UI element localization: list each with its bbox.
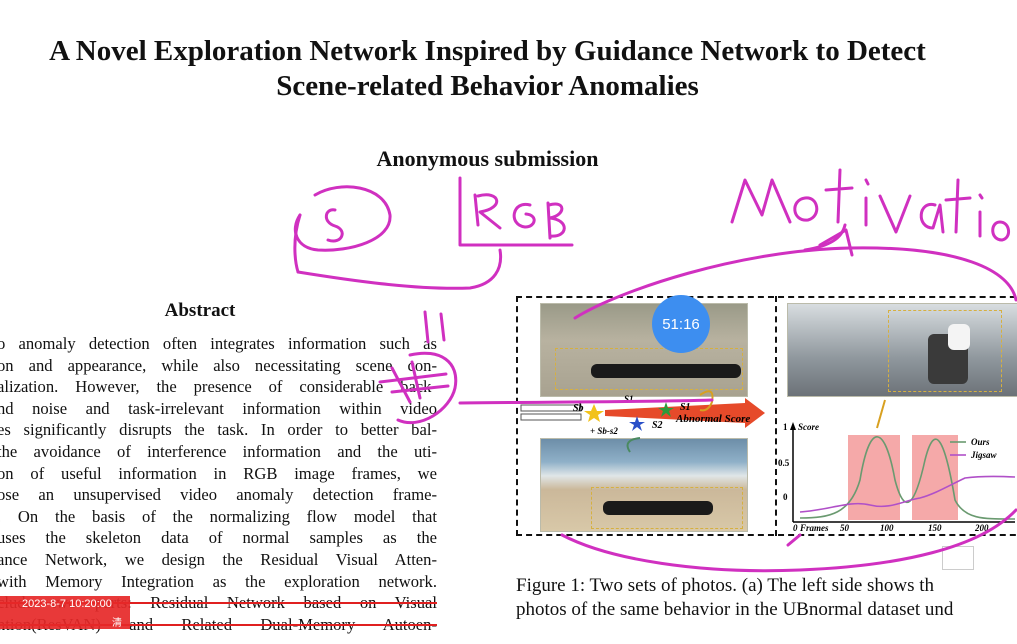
figure-divider [775, 296, 777, 536]
circle-s-stroke [294, 185, 392, 252]
abstract-line: es significantly disrupts the task. In o… [0, 420, 437, 440]
letter-t2 [944, 178, 972, 234]
abstract-line: on and appearance, while also necessitat… [0, 355, 437, 375]
person-lying-figure [603, 501, 713, 515]
caption-line: Figure 1: Two sets of photos. (a) The le… [516, 575, 935, 596]
letter-t [824, 168, 854, 224]
connector-stroke [293, 213, 302, 274]
link-stroke [296, 248, 503, 290]
abstract-line: . On the basis of the normalizing flow m… [0, 506, 437, 526]
letter-i2 [978, 193, 984, 238]
arrowhead-stroke [818, 228, 854, 257]
abstract-line: on of useful information in RGB image fr… [0, 463, 437, 483]
paper-title: A Novel Exploration Network Inspired by … [0, 34, 975, 104]
photo-top-right [787, 303, 1017, 397]
letter-m [730, 178, 792, 224]
letter-s-stroke [324, 208, 344, 243]
title-line-2: Scene-related Behavior Anomalies [276, 70, 699, 102]
rgb-bracket-stroke [458, 176, 574, 247]
small-widget-box[interactable] [942, 546, 974, 570]
person-shirt [948, 324, 970, 350]
abstract-line: o anomaly detection often integrates inf… [0, 334, 437, 353]
person-lying-figure [591, 364, 741, 378]
author-line: Anonymous submission [376, 146, 599, 171]
abstract-heading: Abstract [164, 300, 236, 321]
letter-o2 [991, 220, 1010, 242]
letter-v [878, 194, 912, 234]
abstract-line: alization. However, the presence of cons… [0, 377, 437, 397]
title-line-1: A Novel Exploration Network Inspired by … [49, 35, 926, 67]
abstract-line: nd noise and task-irrelevant information… [0, 398, 437, 418]
photo-top-left [540, 303, 748, 397]
abstract-line: ose an unsupervised video anomaly detect… [0, 485, 437, 505]
pen-tick [786, 533, 802, 547]
abstract-line: uses the skeleton data of normal samples… [0, 528, 437, 548]
recording-overlay: 2023-8-7 10:20:00 清风 [0, 596, 130, 644]
letter-o [793, 196, 819, 222]
bbox-frame [555, 348, 743, 390]
abstract-line: the avoidance of interference informatio… [0, 441, 437, 461]
overlay-channel: 清风 [112, 618, 122, 644]
rgb-text-stroke [473, 193, 566, 240]
abstract-line: with Memory Integration as the explorati… [0, 571, 437, 591]
abstract-line: ance Network, we design the Residual Vis… [0, 549, 437, 569]
photo-bottom-left [540, 438, 748, 532]
letter-a [919, 203, 945, 234]
arrow-to-motivation [803, 223, 847, 252]
timer-badge[interactable]: 51:16 [652, 295, 710, 353]
abstract-body: o anomaly detection often integrates inf… [0, 333, 437, 635]
letter-i [864, 178, 870, 227]
overlay-timestamp: 2023-8-7 10:20:00 [22, 598, 112, 610]
figure-caption: Figure 1: Two sets of photos. (a) The le… [516, 574, 1017, 622]
caption-line: photos of the same behavior in the UBnor… [516, 599, 954, 620]
